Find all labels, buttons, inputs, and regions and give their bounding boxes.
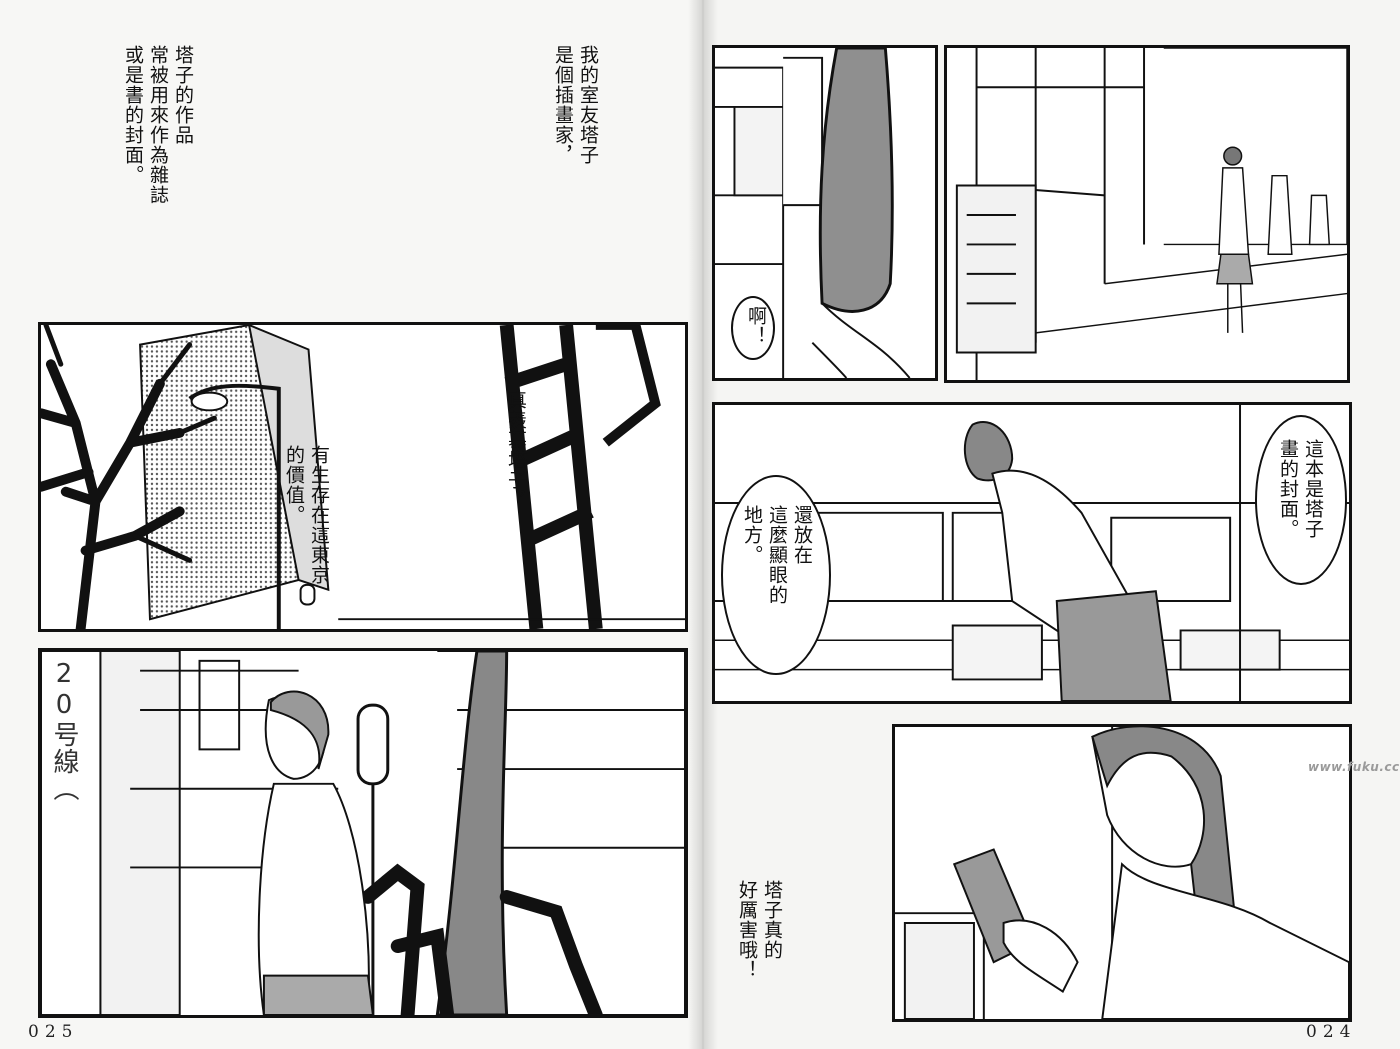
left-caption-illustrator-work: 塔子的作品 常被用來作為雜誌 或是書的封面。 (122, 45, 194, 205)
speech-text-cover: 這本是塔子 畫的封面。 (1277, 439, 1324, 539)
left-page-number: 025 (28, 1022, 79, 1042)
right-caption-amazing: 塔子真的 好厲害哦！ (736, 880, 783, 980)
exclaim-text: 啊！ (745, 306, 767, 346)
right-page-number: 024 (1306, 1022, 1357, 1042)
speech-bubble-displayed: 還放在 這麼顯眼的 地方。 (721, 475, 831, 675)
panel-street-walking: 20号線（ (38, 648, 688, 1018)
watermark-text: www.fuku.cc (1308, 760, 1400, 774)
street-sign-text: 20号線（ (49, 659, 79, 802)
panel-caption-envy: 真羨慕塔子， (505, 390, 527, 510)
panel-bookshelf-closeup: 啊！ (712, 45, 938, 381)
left-caption-roommate: 我的室友塔子 是個插畫家， (552, 45, 599, 165)
panel-street-bookshop (944, 45, 1350, 383)
panel-tree-street: 真羨慕塔子， 有生存在這東京 的價值。 (38, 322, 688, 632)
panel-reading-book (892, 724, 1352, 1022)
panel-caption-worth: 有生存在這東京 的價值。 (283, 445, 330, 585)
speech-text-displayed: 還放在 這麼顯眼的 地方。 (741, 505, 813, 605)
speech-bubble-cover: 這本是塔子 畫的封面。 (1255, 415, 1347, 585)
panel-bookstore-table: 這本是塔子 畫的封面。 還放在 這麼顯眼的 地方。 (712, 402, 1352, 704)
exclaim-bubble: 啊！ (731, 296, 775, 360)
